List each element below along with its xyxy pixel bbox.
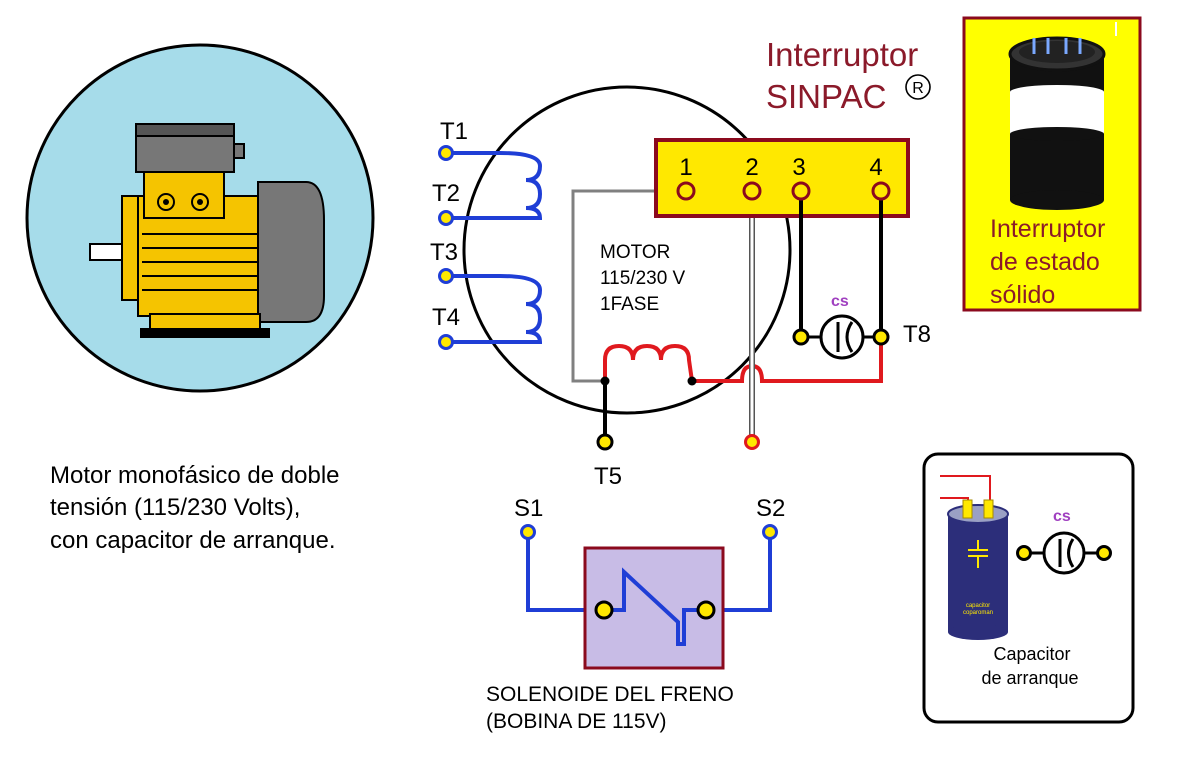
terminal-t1 <box>438 145 454 161</box>
terminal-s1 <box>520 524 536 540</box>
label-s2: S2 <box>756 495 785 522</box>
switch-title-line2: SINPAC <box>766 78 886 115</box>
terminal-cs-left <box>792 328 810 346</box>
terminal-solenoid-right <box>696 600 716 620</box>
solid-state-label-line1: Interruptor <box>990 215 1105 243</box>
coil-icon <box>446 151 543 220</box>
sinpac-switch-box <box>654 138 910 218</box>
motor-label-line2: 115/230 V <box>600 268 686 289</box>
switch-terminal-3 <box>791 181 811 201</box>
label-t4: T4 <box>432 304 460 331</box>
solid-state-label-line2: de estado <box>990 248 1100 276</box>
label-t3: T3 <box>430 239 458 266</box>
capacitor-symbol-icon <box>801 314 881 360</box>
capacitor-box-label-line2: de arranque <box>981 668 1078 688</box>
terminal-t8 <box>872 328 890 346</box>
coil-icon <box>446 274 543 345</box>
label-t1: T1 <box>440 118 468 145</box>
label-t8: T8 <box>903 321 931 348</box>
gray-wire <box>571 189 686 383</box>
motor-description-line1: Motor monofásico de doble <box>50 462 340 489</box>
solenoid-label-line1: SOLENOIDE DEL FRENO <box>486 683 734 706</box>
terminal-solenoid-left <box>594 600 614 620</box>
label-t2: T2 <box>432 180 460 207</box>
switch-title-line1: Interruptor <box>766 36 918 73</box>
terminal-t5 <box>596 433 614 451</box>
terminal-t3 <box>438 268 454 284</box>
label-s1: S1 <box>514 495 543 522</box>
capacitor-can-label2: coparoman <box>963 610 993 616</box>
solid-state-switch-icon <box>1008 36 1106 210</box>
capacitor-box-label-line1: Capacitor <box>993 644 1070 664</box>
coil-icon <box>603 343 694 382</box>
motor-label-line1: MOTOR <box>600 242 670 263</box>
switch-terminal-label-2: 2 <box>745 154 758 181</box>
switch-terminal-2 <box>742 181 762 201</box>
terminal-white-end <box>744 434 760 450</box>
switch-terminal-label-1: 1 <box>679 154 692 181</box>
capacitor-box-symbol-label: cs <box>1053 508 1071 525</box>
motor-label-line3: 1FASE <box>600 294 659 315</box>
capacitor-symbol-label: cs <box>831 293 849 310</box>
motor-housing-circle <box>462 85 792 415</box>
solid-state-label-line3: sólido <box>990 281 1055 309</box>
capacitor-symbol-icon <box>1016 531 1112 575</box>
capacitor-can-icon: capacitor coparoman <box>940 475 1009 640</box>
switch-terminal-label-4: 4 <box>869 154 882 181</box>
registered-mark-icon: R <box>905 74 931 100</box>
coil-icon <box>604 567 706 646</box>
motor-description-line2: tensión (115/230 Volts), <box>50 494 300 521</box>
solenoid-label-line2: (BOBINA DE 115V) <box>486 710 667 733</box>
solenoid-wiring <box>526 532 772 612</box>
switch-terminal-1 <box>676 181 696 201</box>
switch-terminal-4 <box>871 181 891 201</box>
label-t5: T5 <box>594 463 622 490</box>
switch-terminal-label-3: 3 <box>792 154 805 181</box>
registered-mark: R <box>912 80 924 97</box>
terminal-s2 <box>762 524 778 540</box>
terminal-t4 <box>438 334 454 350</box>
electric-motor-icon <box>25 43 375 393</box>
terminal-t2 <box>438 210 454 226</box>
capacitor-can-label1: capacitor <box>966 603 990 609</box>
motor-description-line3: con capacitor de arranque. <box>50 527 336 554</box>
